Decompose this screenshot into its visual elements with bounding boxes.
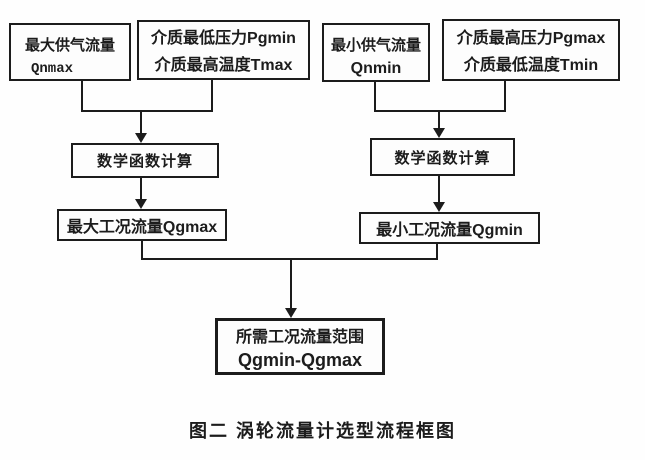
node-sublabel: Qnmin [350,60,402,77]
connector-line [81,81,83,112]
arrow-down-icon [433,202,445,212]
connector-line [374,110,506,112]
node-min-pressure-max-temp: 介质最低压力Pgmin 介质最高温度Tmax [137,20,310,80]
node-math-calc-left: 数学函数计算 [71,143,219,178]
connector-line [141,258,438,260]
node-label: 最小工况流量Qgmin [376,222,523,239]
node-max-supply-flow: 最大供气流量 Qnmax [9,23,131,81]
node-label: 所需工况流量范围 [235,328,364,346]
arrow-down-icon [285,308,297,318]
connector-line [438,176,440,203]
node-label: 数学函数计算 [96,153,193,170]
arrow-down-icon [433,128,445,138]
node-sublabel: Qnmax [31,61,74,77]
connector-line [140,178,142,200]
node-label: 最小供气流量 [330,37,421,54]
node-max-pressure-min-temp: 介质最高压力Pgmax 介质最低温度Tmin [442,19,620,81]
node-min-working-flow: 最小工况流量Qgmin [359,212,540,244]
node-label: 介质最低温度Tmin [463,57,599,74]
connector-line [438,112,440,129]
connector-line [436,244,438,260]
connector-line [290,260,292,309]
node-math-calc-right: 数学函数计算 [370,138,515,176]
node-label: 最大供气流量 [24,37,115,54]
connector-line [141,241,143,260]
node-label: 介质最高压力Pgmax [456,30,606,47]
connector-line [140,112,142,134]
node-label: 介质最高温度Tmax [154,57,293,74]
arrow-down-icon [135,133,147,143]
node-label: 介质最低压力Pgmin [151,30,296,47]
arrow-down-icon [135,199,147,209]
connector-line [504,81,506,112]
node-sublabel: Qgmin-Qgmax [237,349,362,370]
node-label: 最大工况流量Qgmax [66,219,218,236]
node-label: 数学函数计算 [394,149,491,167]
node-max-working-flow: 最大工况流量Qgmax [57,209,227,241]
connector-line [374,82,376,112]
connector-line [81,110,213,112]
node-min-supply-flow: 最小供气流量 Qnmin [322,23,430,82]
node-required-flow-range: 所需工况流量范围 Qgmin-Qgmax [215,318,385,375]
connector-line [211,80,213,112]
figure-caption: 图二 涡轮流量计选型流程框图 [189,421,456,441]
